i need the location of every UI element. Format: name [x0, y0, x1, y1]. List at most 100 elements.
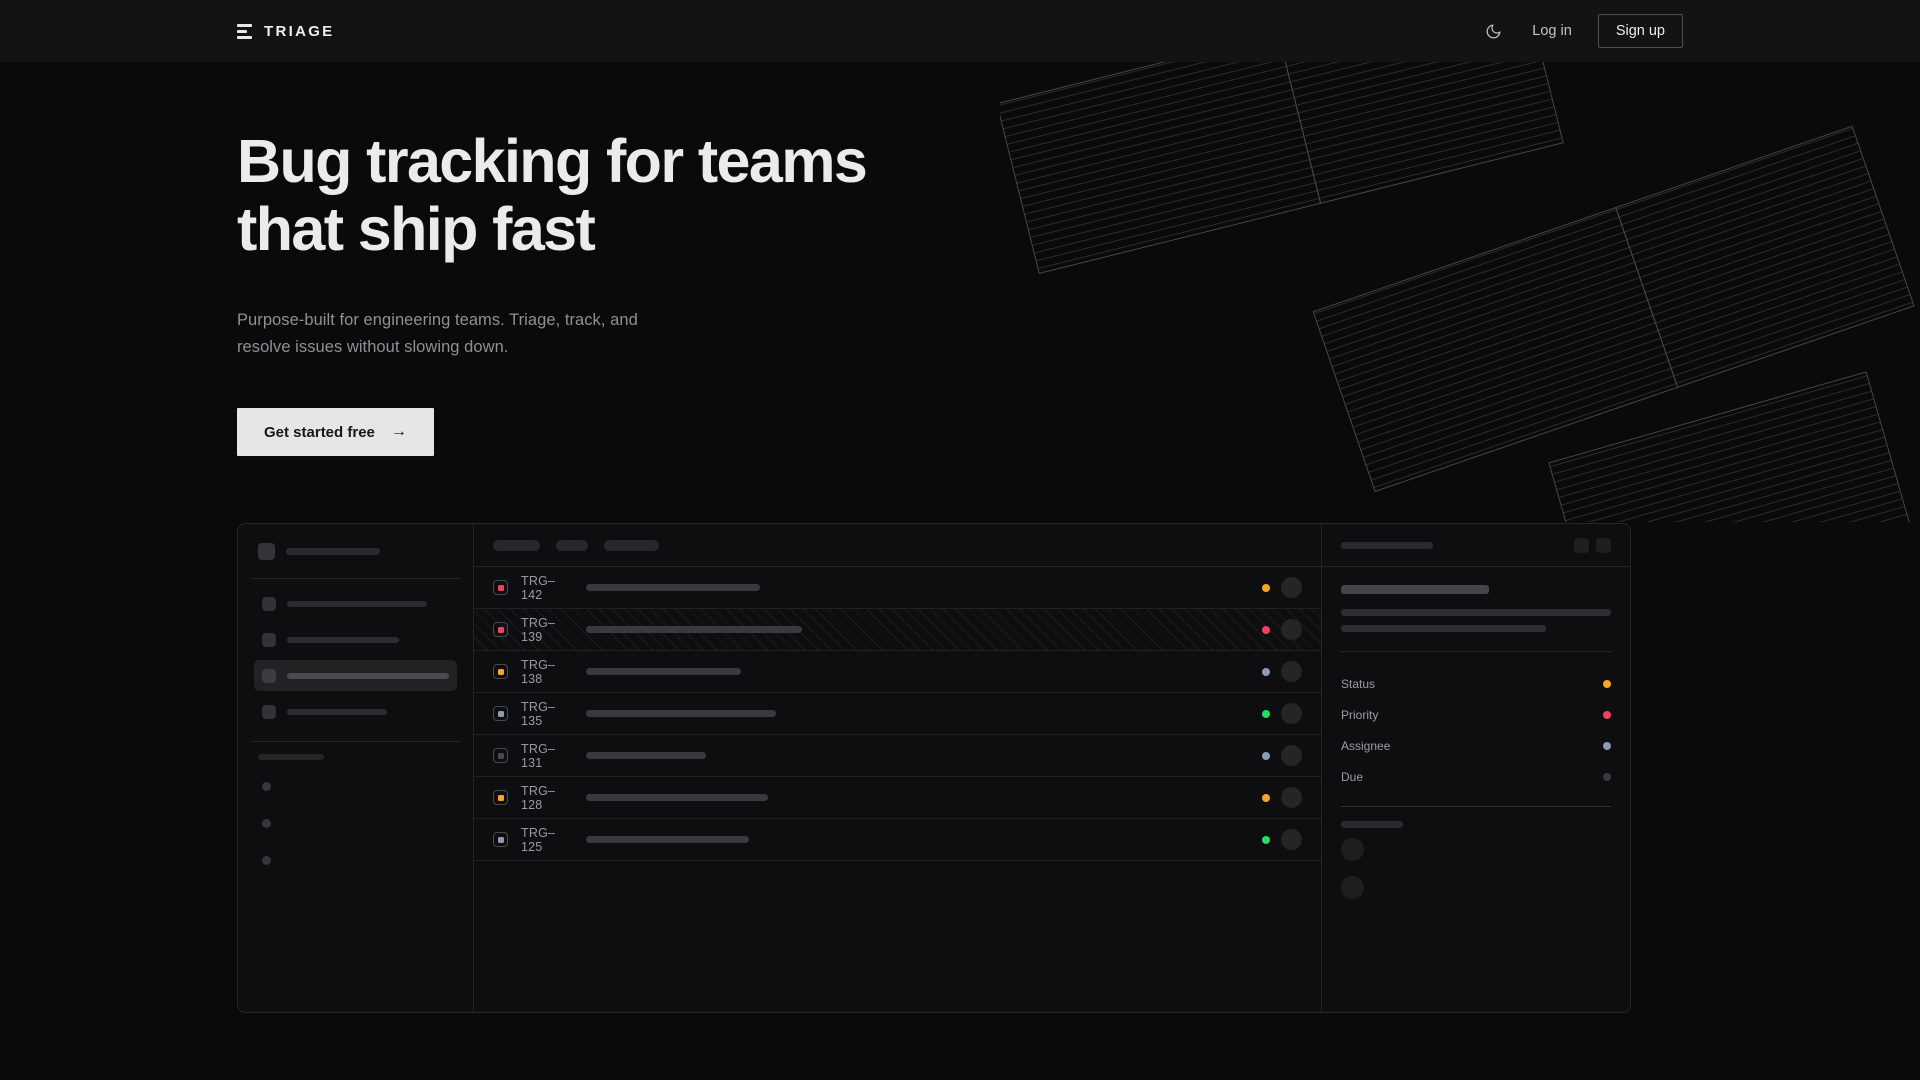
issue-row[interactable]: TRG–128	[474, 777, 1321, 819]
mockup-sidebar-nav	[254, 579, 457, 741]
issue-id: TRG–135	[521, 699, 556, 728]
sidebar-project-list	[254, 764, 457, 883]
brand-logo[interactable]: TRIAGE	[237, 23, 334, 40]
sidebar-nav-item-1[interactable]	[254, 588, 457, 619]
issue-title-placeholder	[586, 794, 768, 801]
detail-header-button-1[interactable]	[1574, 537, 1589, 553]
issue-title-placeholder	[586, 710, 776, 717]
issue-list-toolbar	[474, 524, 1321, 567]
issue-row[interactable]: TRG–131	[474, 735, 1321, 777]
status-dot-icon	[1262, 709, 1270, 718]
workspace-name-placeholder	[286, 547, 380, 555]
issue-row[interactable]: TRG–138	[474, 651, 1321, 693]
detail-header-button-2[interactable]	[1596, 537, 1611, 553]
field-label: Assignee	[1341, 738, 1391, 753]
get-started-button[interactable]: Get started free →	[237, 408, 434, 457]
nav-actions: Log in Sign up	[1480, 14, 1683, 48]
cta-label: Get started free	[264, 423, 375, 441]
detail-description-placeholder	[1341, 609, 1611, 632]
workspace-avatar	[258, 542, 275, 560]
issue-row-meta	[1262, 577, 1302, 598]
activity-label-placeholder	[1341, 821, 1403, 828]
issue-title-placeholder	[586, 752, 706, 759]
issue-title-placeholder	[586, 668, 741, 675]
nav-item-icon	[262, 632, 276, 647]
sidebar-divider-top	[250, 578, 461, 579]
detail-field-assignee[interactable]: Assignee	[1341, 730, 1611, 761]
detail-divider	[1341, 651, 1611, 652]
sidebar-nav-item-4[interactable]	[254, 696, 457, 727]
status-dot-icon	[1262, 751, 1270, 760]
detail-footer-divider	[1341, 806, 1611, 807]
assignee-avatar	[1281, 745, 1302, 766]
issue-row-meta	[1262, 787, 1302, 808]
sidebar-nav-item-3[interactable]	[254, 660, 457, 691]
sidebar-project-item-2[interactable]	[262, 805, 449, 842]
brand-name: TRIAGE	[264, 22, 335, 40]
priority-indicator-icon	[493, 832, 508, 847]
issue-row[interactable]: TRG–135	[474, 693, 1321, 735]
filter-chip-3[interactable]	[604, 539, 659, 551]
triage-bars-icon	[237, 23, 252, 39]
activity-avatar-list	[1341, 838, 1611, 899]
issue-row[interactable]: TRG–139	[474, 609, 1321, 651]
hero-section: Bug tracking for teams that ship fast Pu…	[237, 62, 1137, 457]
sidebar-nav-item-2[interactable]	[254, 624, 457, 655]
issue-row[interactable]: TRG–142	[474, 567, 1321, 609]
decorative-hatched-panels	[1000, 62, 1920, 522]
signup-button[interactable]: Sign up	[1597, 14, 1683, 48]
field-label: Due	[1341, 769, 1364, 784]
detail-title-placeholder	[1341, 585, 1489, 594]
project-dot-icon	[262, 856, 271, 865]
detail-field-due[interactable]: Due	[1341, 761, 1611, 792]
detail-field-priority[interactable]: Priority	[1341, 699, 1611, 730]
priority-indicator-icon	[493, 580, 508, 595]
priority-indicator-icon	[493, 790, 508, 805]
issue-row-meta	[1262, 619, 1302, 640]
mockup-sidebar-logo[interactable]	[254, 524, 457, 578]
assignee-avatar	[1281, 619, 1302, 640]
detail-panel-header	[1322, 524, 1630, 567]
description-line-1	[1341, 609, 1611, 616]
detail-activity-section	[1341, 807, 1611, 899]
field-value-dot-icon	[1603, 741, 1611, 750]
login-link[interactable]: Log in	[1532, 23, 1572, 39]
issue-id: TRG–138	[521, 657, 556, 686]
detail-field-status[interactable]: Status	[1341, 668, 1611, 699]
issue-row[interactable]: TRG–125	[474, 819, 1321, 861]
priority-indicator-icon	[493, 748, 508, 763]
project-dot-icon	[262, 819, 271, 828]
issue-row-meta	[1262, 703, 1302, 724]
nav-item-label-placeholder	[287, 708, 387, 715]
field-value-dot-icon	[1603, 710, 1611, 719]
field-label: Status	[1341, 676, 1376, 691]
detail-header-title-placeholder	[1341, 541, 1433, 549]
nav-item-icon	[262, 704, 276, 719]
sidebar-project-item-3[interactable]	[262, 842, 449, 879]
description-line-2	[1341, 625, 1546, 632]
activity-avatar-1	[1341, 838, 1364, 861]
priority-indicator-icon	[493, 706, 508, 721]
assignee-avatar	[1281, 703, 1302, 724]
status-dot-icon	[1262, 835, 1270, 844]
field-value-dot-icon	[1603, 679, 1611, 688]
detail-header-actions	[1574, 537, 1611, 553]
priority-indicator-icon	[493, 664, 508, 679]
moon-icon[interactable]	[1480, 18, 1506, 44]
page-title: Bug tracking for teams that ship fast	[237, 127, 868, 264]
assignee-avatar	[1281, 829, 1302, 850]
nav-item-label-placeholder	[287, 672, 449, 679]
filter-chip-1[interactable]	[493, 539, 540, 551]
field-value-dot-icon	[1603, 772, 1611, 781]
issue-title-placeholder	[586, 626, 802, 633]
priority-indicator-icon	[493, 622, 508, 637]
issue-id: TRG–125	[521, 825, 556, 854]
field-label: Priority	[1341, 707, 1379, 722]
filter-chip-2[interactable]	[556, 539, 588, 551]
sidebar-project-item-1[interactable]	[262, 768, 449, 805]
